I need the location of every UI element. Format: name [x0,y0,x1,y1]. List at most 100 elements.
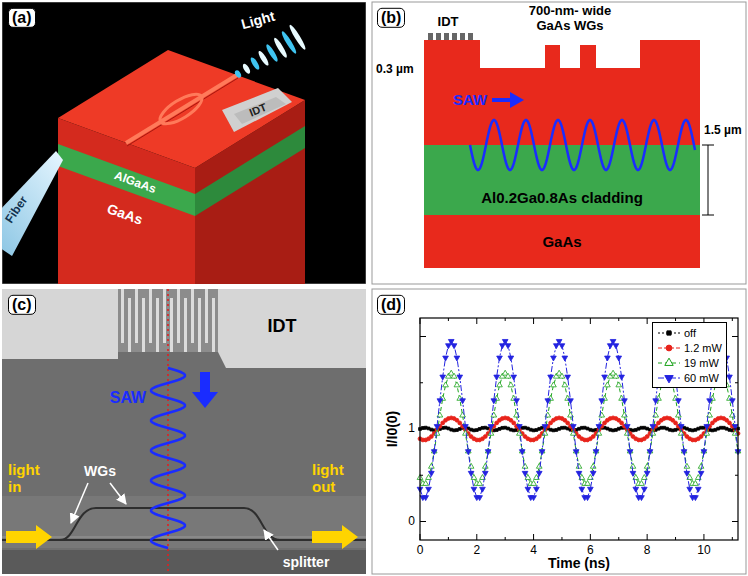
data-markers [453,429,456,432]
idt-fingers [128,298,131,352]
data-markers [563,426,566,429]
layer-cross-section [702,145,714,215]
tick-label: 0 [408,515,415,529]
data-markers [517,430,523,435]
data-markers [698,463,704,468]
data-markers [678,430,684,435]
data-markers [643,426,646,429]
device-sketch [2,2,366,284]
data-markers [429,463,435,468]
data-markers [427,427,430,430]
data-markers [694,428,697,431]
layer-cross-section [468,33,473,40]
micrograph [2,539,366,541]
data-markers [570,425,576,430]
data-markers [653,399,659,404]
data-markers [674,428,677,431]
data-markers [687,487,693,492]
data-markers [423,496,429,501]
data-markers [701,450,707,455]
data-markers [609,428,612,431]
tick-label: 1 [408,422,415,436]
data-markers [693,496,699,501]
data-markers [559,373,565,378]
data-markers [511,375,517,380]
data-markers [561,426,564,429]
data-curve [420,374,738,484]
data-markers [481,426,484,429]
panel-tag: (b) [377,8,405,28]
legend-sample [665,358,673,365]
data-markers [507,427,510,430]
data-markers [644,471,650,476]
data-markers [532,429,535,432]
data-markers [579,487,585,492]
data-markers [549,428,552,431]
data-markers [519,450,525,455]
data-markers [727,375,733,380]
data-markers [576,471,582,476]
idt-fingers [163,289,166,343]
data-markers [429,471,435,476]
data-markers [548,375,554,380]
tick-mark [618,318,619,321]
legend-text: off [684,327,696,339]
data-markers [444,426,447,429]
micrograph [2,550,366,574]
tick-mark [732,537,733,540]
saw-wave [470,120,695,170]
panel-tag: (d) [377,295,405,315]
data-markers [470,428,473,431]
layer-cross-section [424,145,700,215]
data-markers [482,463,488,468]
data-markers [538,427,541,430]
data-markers [562,356,568,361]
light-label: light out [312,461,362,496]
legend-sample [666,345,672,351]
splitter-label: splitter [283,554,330,570]
data-markers [639,496,645,501]
tick-mark [448,537,449,540]
data-markers [576,463,582,468]
data-markers [586,427,589,430]
substrate-layer: GaAs [424,215,700,268]
data-markers [498,427,501,430]
data-markers [552,429,555,432]
tick-label: 4 [530,544,537,558]
data-markers [605,356,611,361]
data-markers [417,339,741,500]
tick-mark [735,382,738,383]
chart-panel [372,289,746,574]
data-markers [512,429,515,432]
data-markers [562,382,568,387]
data-markers [431,450,437,455]
data-markers [457,375,463,380]
data-markers [711,429,714,432]
data-markers [725,427,728,430]
data-markers [650,425,656,430]
data-markers [590,463,596,468]
data-markers [509,428,512,431]
idt-fingers [170,298,173,352]
data-markers [624,425,630,430]
data-markers [614,429,617,432]
legend-text: 60 mW [684,372,719,384]
tick-mark [420,534,421,540]
data-markers [573,450,579,455]
data-markers [555,429,558,432]
waveguide-label: WGs [84,463,116,479]
micrograph [167,289,169,574]
data-markers [542,430,548,435]
data-markers [588,487,594,492]
legend-entry: off [657,325,722,340]
data-markers [641,487,647,492]
data-markers [644,463,650,468]
data-markers [534,487,540,492]
device-sketch [58,50,305,168]
layer-cross-section [444,33,449,40]
data-markers [697,427,700,430]
data-markers [592,429,595,432]
data-markers [578,427,581,430]
data-markers [471,487,477,492]
data-markers [505,344,511,349]
